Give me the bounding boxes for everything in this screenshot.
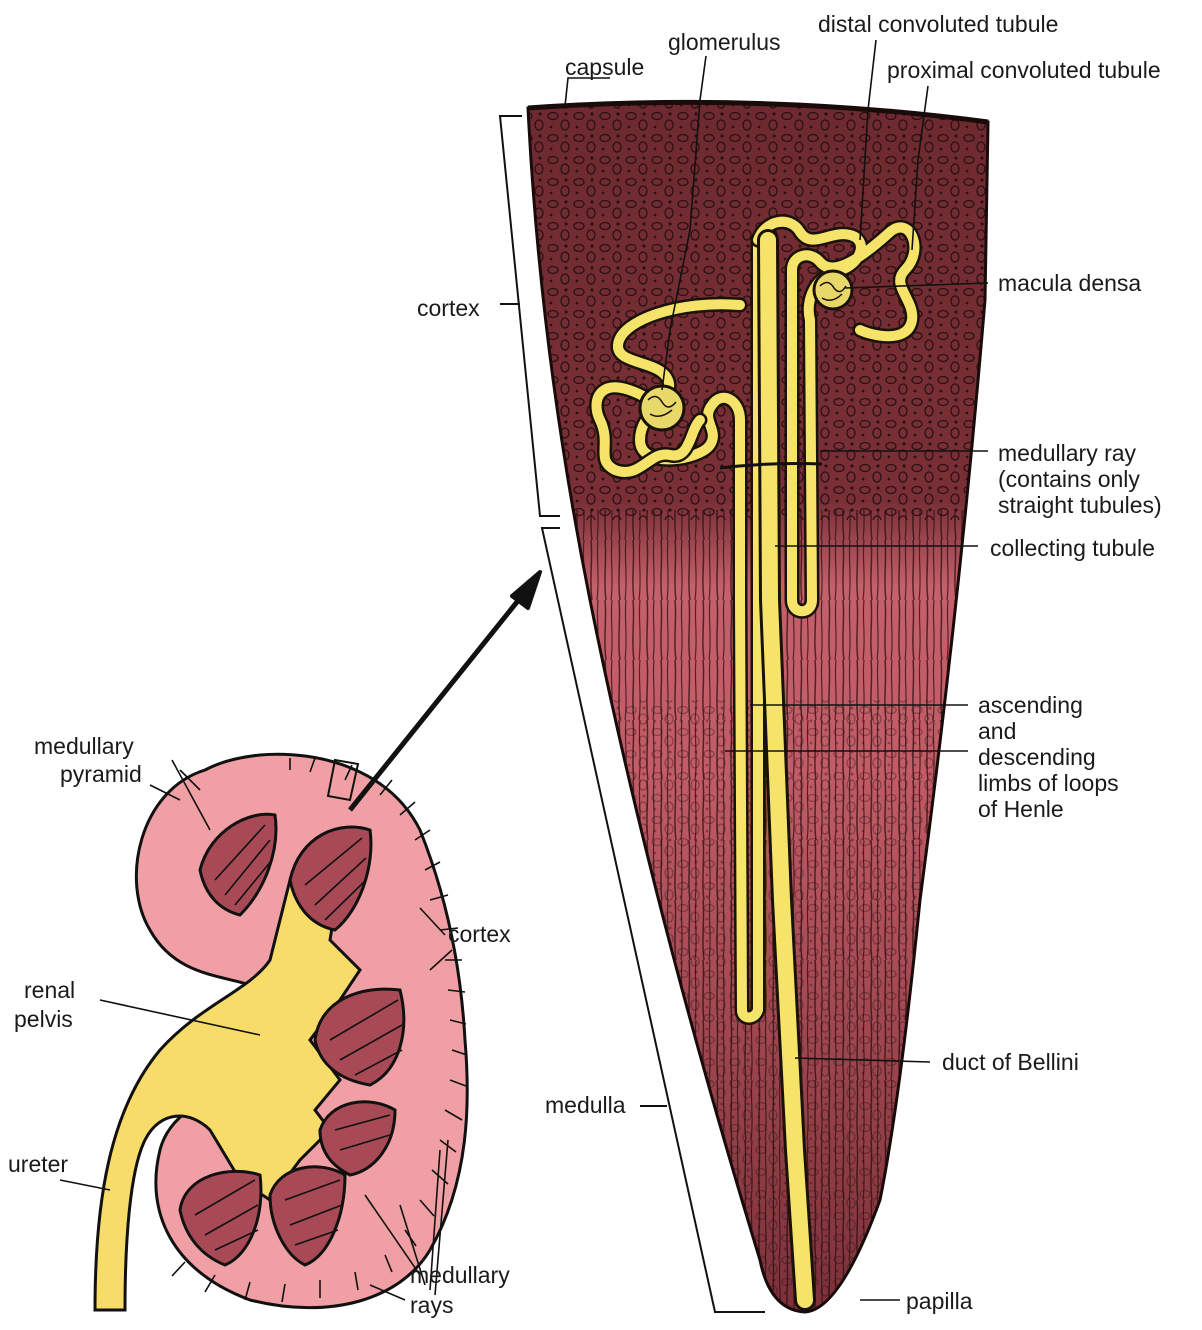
label-medulla: medulla [545,1092,626,1118]
label-medullary-ray-3: straight tubules) [998,492,1162,518]
label-loops-2: and [978,718,1016,744]
glomerulus-left [640,386,684,430]
label-collecting-tubule: collecting tubule [990,535,1155,561]
label-loops-4: limbs of loops [978,770,1119,796]
label-cortex-left: cortex [448,921,511,947]
label-medullary-ray-2: (contains only [998,466,1140,492]
label-capsule: capsule [565,54,644,80]
label-renal-pelvis-1: renal [24,977,75,1003]
label-medullary-rays-1: medullary [410,1262,510,1288]
label-medullary-ray-1: medullary ray [998,440,1137,466]
label-ureter: ureter [8,1151,68,1177]
label-medullary-pyramid-1: medullary [34,733,134,759]
label-glomerulus: glomerulus [668,29,781,55]
label-loops-1: ascending [978,692,1083,718]
glomerulus-right [814,271,852,309]
label-distal-convoluted-tubule: distal convoluted tubule [818,11,1058,37]
label-loops-5: of Henle [978,796,1064,822]
label-papilla: papilla [906,1288,973,1314]
label-loops-3: descending [978,744,1096,770]
label-renal-pelvis-2: pelvis [14,1006,73,1032]
label-medullary-pyramid-2: pyramid [60,761,142,787]
magnify-arrow [350,572,540,810]
label-medullary-rays-2: rays [410,1292,453,1318]
label-macula-densa: macula densa [998,270,1141,296]
label-proximal-convoluted-tubule: proximal convoluted tubule [887,57,1161,83]
label-duct-of-bellini: duct of Bellini [942,1049,1079,1075]
label-cortex-right: cortex [417,295,480,321]
whole-kidney [95,754,467,1310]
